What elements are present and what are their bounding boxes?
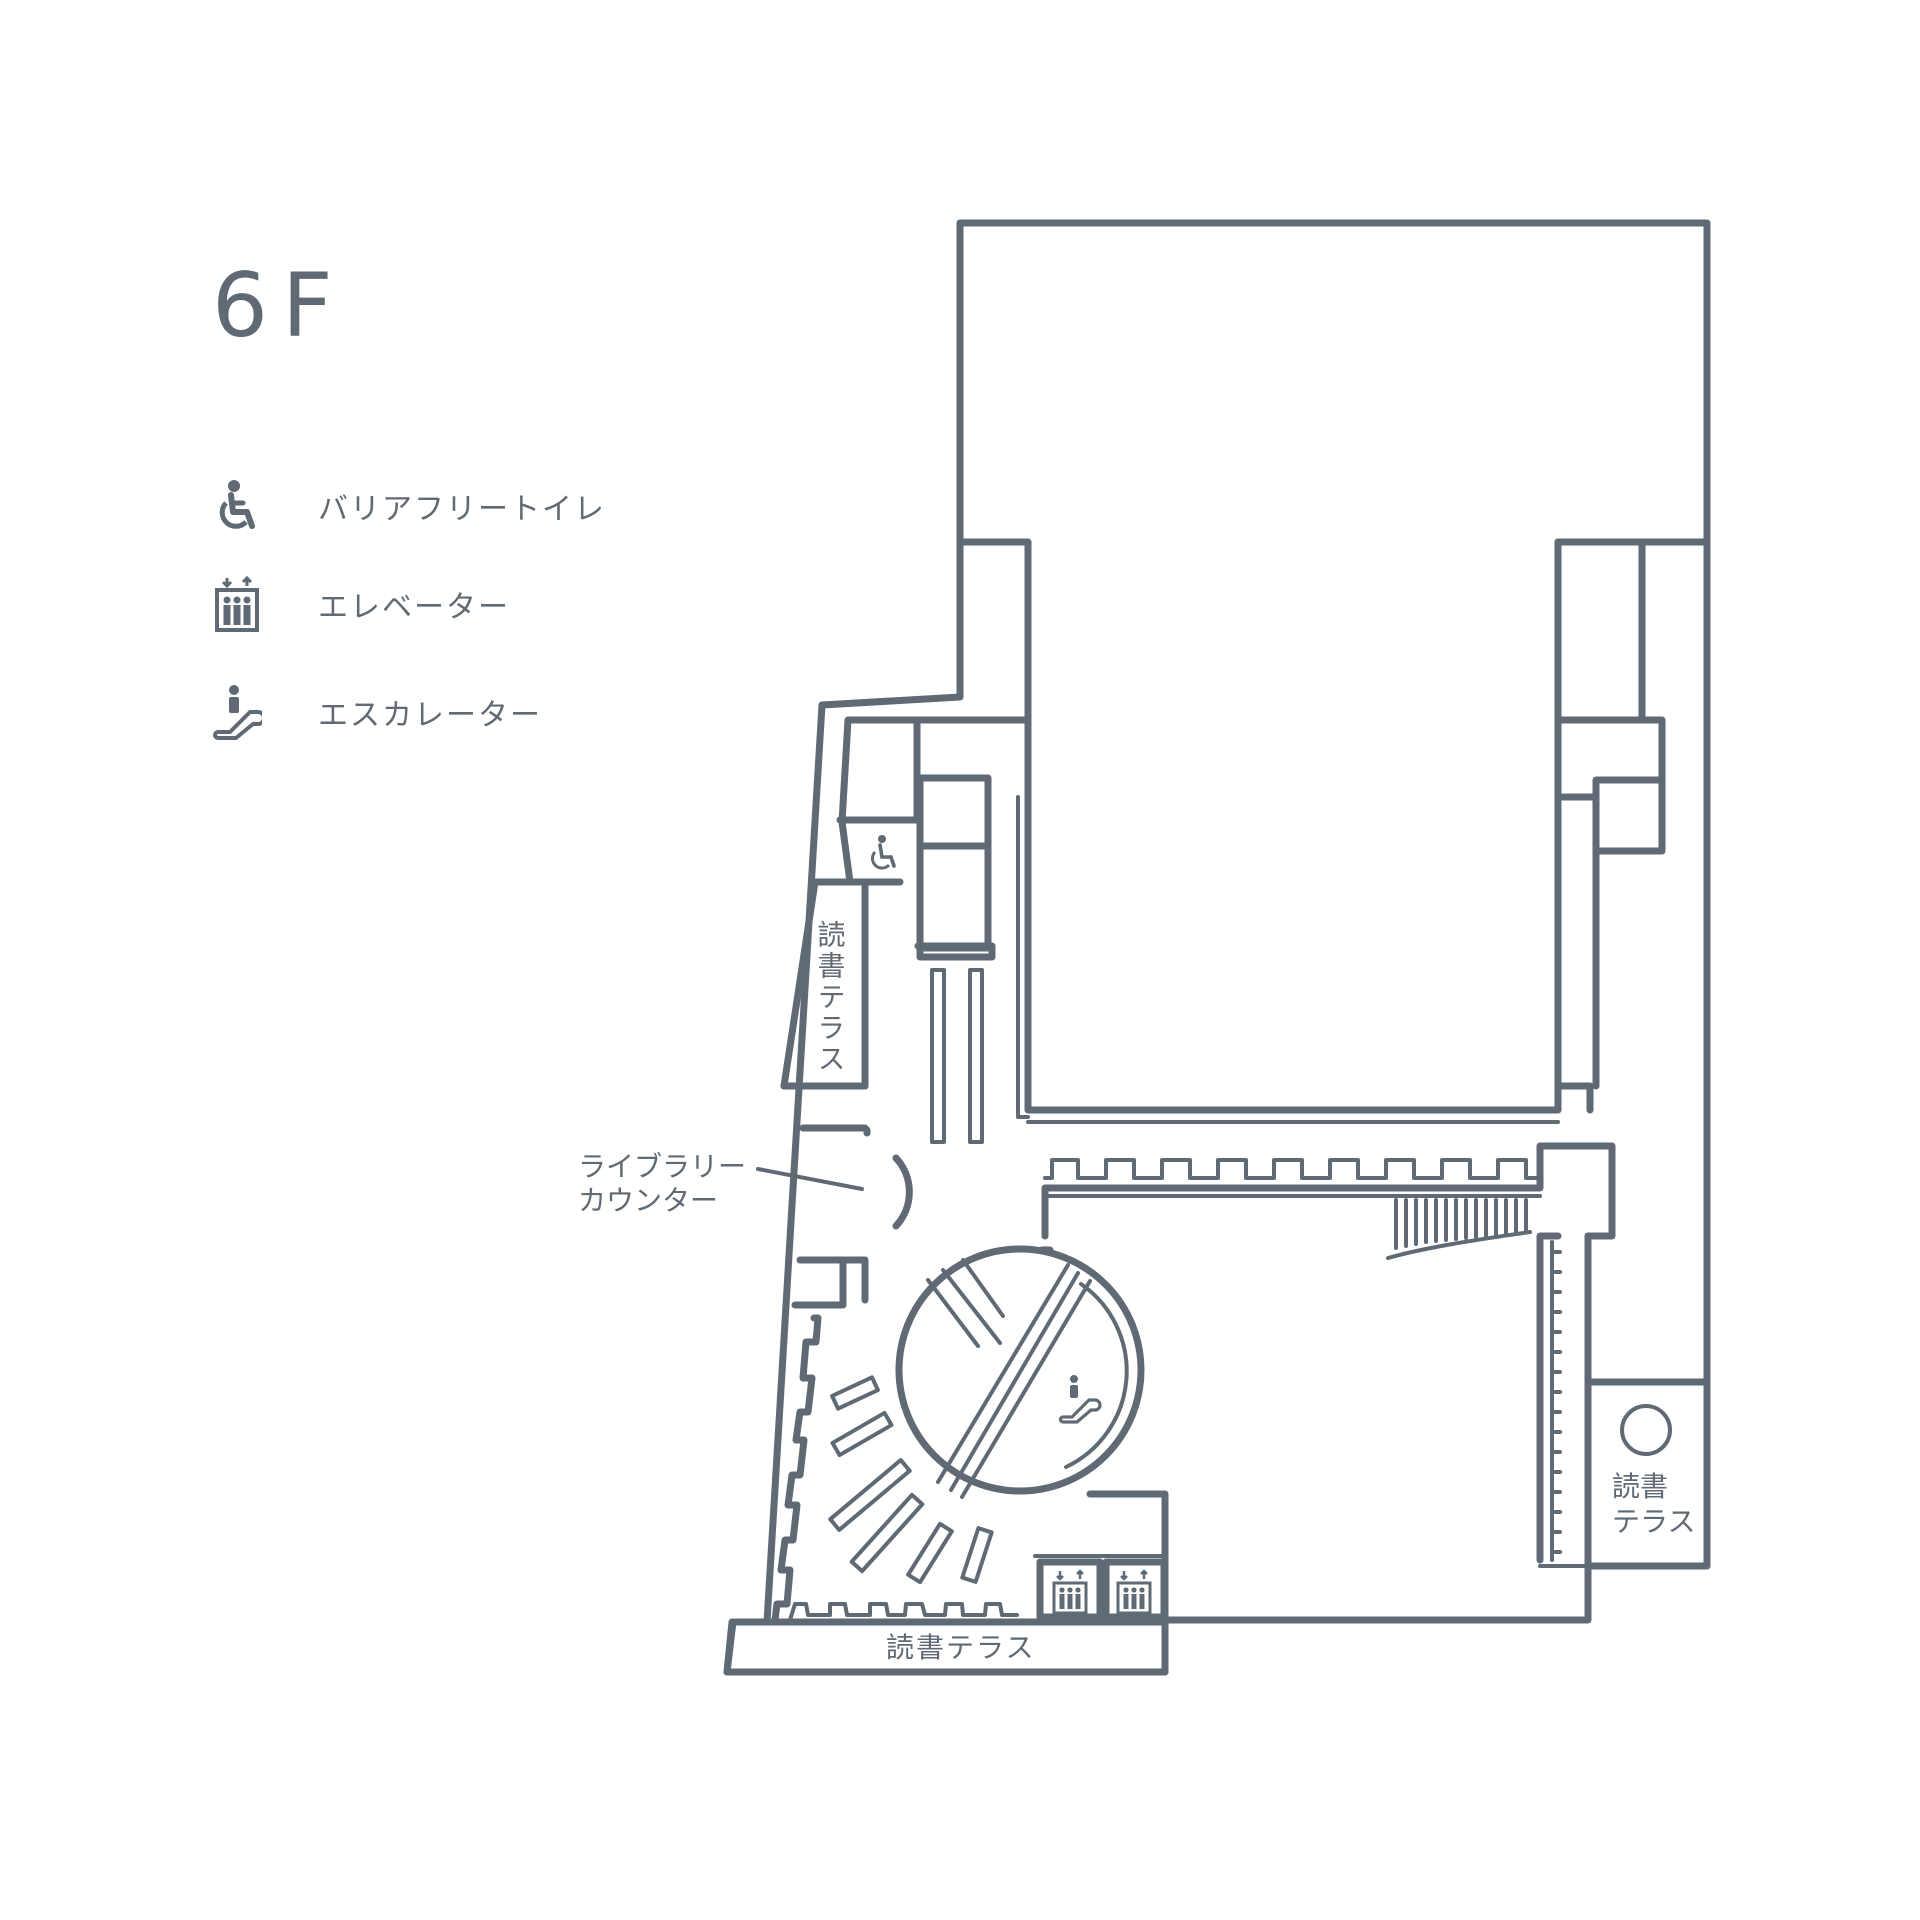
lower-hall	[1041, 1142, 1616, 1570]
elevator-icon	[212, 575, 262, 632]
terrace-right-label-line1: 読書	[1612, 1470, 1668, 1503]
floor-title: 6F	[212, 254, 347, 357]
reading-terrace-bottom: 読書テラス	[723, 1618, 1169, 1676]
legend-label: バリアフリートイレ	[318, 492, 606, 527]
upper-atrium	[956, 538, 1711, 1124]
elevator-icon-on-map	[1052, 1569, 1088, 1615]
library-counter-label-line1: ライブラリー	[578, 1150, 746, 1183]
escalator-icon-on-map	[1058, 1375, 1102, 1424]
legend-label: エレベーター	[318, 590, 510, 625]
elevator-icon-on-map	[1116, 1569, 1152, 1615]
escalator-rotunda	[895, 1245, 1145, 1499]
terrace-right-label-line2: テラス	[1612, 1505, 1695, 1538]
reading-terrace-right: 読書 テラス	[1584, 1378, 1711, 1538]
toilet-room	[870, 835, 896, 870]
library-counter: ライブラリー カウンター	[578, 1150, 913, 1230]
south-block	[1033, 1490, 1169, 1624]
reading-terrace-left: 読書テラス	[780, 878, 869, 1090]
legend-item-elevator: エレベーター	[212, 574, 508, 634]
legend-label: エスカレーター	[318, 698, 542, 733]
library-counter-label-line2: カウンター	[578, 1184, 718, 1217]
escalator-icon	[212, 684, 266, 740]
legend-item-barrier-free-toilet: バリアフリートイレ	[212, 476, 604, 536]
wheelchair-icon-on-map	[870, 835, 896, 870]
legend-item-escalator: エスカレーター	[212, 682, 540, 742]
wall-shelving-left	[771, 1314, 1019, 1624]
stacks-fan	[828, 1375, 994, 1585]
terrace-left-label: 読書テラス	[814, 920, 847, 1075]
wheelchair-icon	[212, 478, 262, 534]
terrace-bottom-label: 読書テラス	[886, 1631, 1035, 1664]
